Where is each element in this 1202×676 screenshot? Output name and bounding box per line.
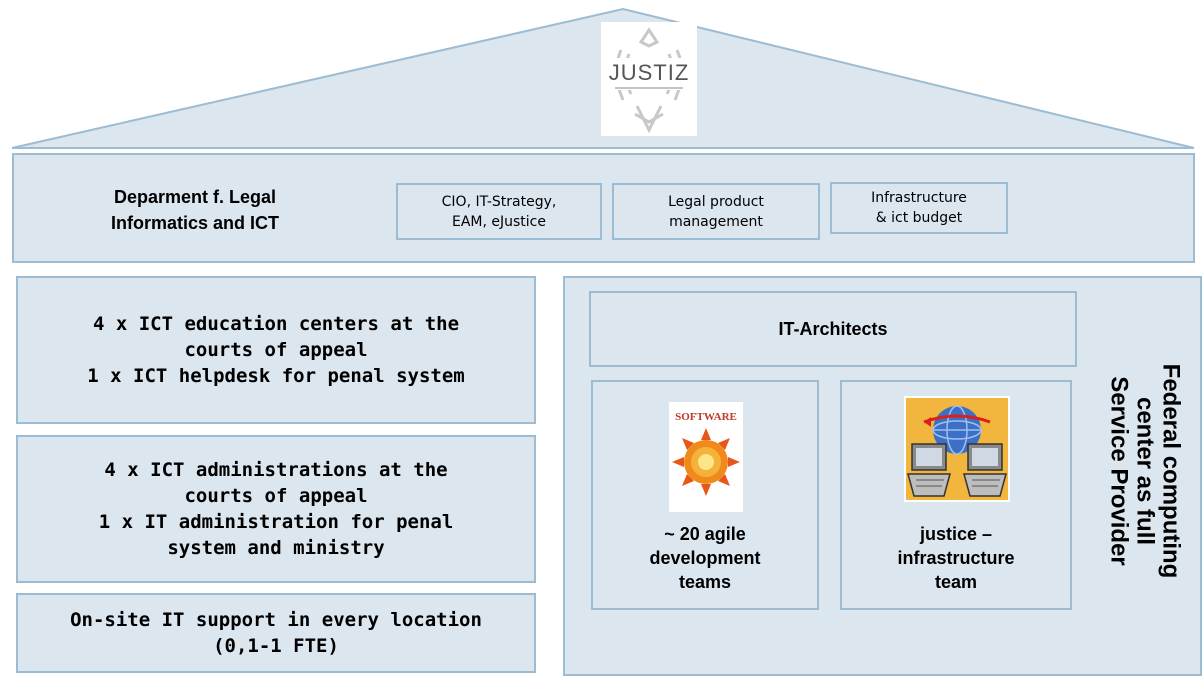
unit-infrastructure-budget: Infrastructure & ict budget xyxy=(830,182,1008,234)
network-computers-icon xyxy=(904,396,1010,502)
education-line1: 4 x ICT education centers at the xyxy=(92,313,460,335)
dev-teams-line1: ~ 20 agile xyxy=(664,524,746,544)
administration-line2: courts of appeal xyxy=(184,485,368,507)
infra-team-line3: team xyxy=(934,572,978,592)
department-title-line2: Informatics and ICT xyxy=(110,213,280,233)
onsite-line2: (0,1-1 FTE) xyxy=(213,635,339,657)
side-label-line3: Service Provider xyxy=(1105,376,1132,566)
unit-infra-line2: & ict budget xyxy=(875,210,963,226)
ict-administrations-panel: 4 x ICT administrations at the courts of… xyxy=(16,435,536,583)
side-label-line1: Federal computing xyxy=(1157,363,1184,579)
infra-team-line2: infrastructure xyxy=(897,548,1015,568)
infrastructure-team-box: justice – infrastructure team xyxy=(840,380,1072,610)
infra-team-label: justice – infrastructure team xyxy=(842,522,1070,594)
administration-line4: system and ministry xyxy=(167,537,385,559)
education-line2: courts of appeal xyxy=(184,339,368,361)
unit-legal-product: Legal product management xyxy=(612,183,820,240)
unit-cio-strategy: CIO, IT-Strategy, EAM, eJustice xyxy=(396,183,602,240)
department-panel: Deparment f. Legal Informatics and ICT xyxy=(12,153,1195,263)
department-title: Deparment f. Legal Informatics and ICT xyxy=(64,175,326,245)
unit-cio-line2: EAM, eJustice xyxy=(451,213,546,230)
dev-teams-label: ~ 20 agile development teams xyxy=(593,522,817,594)
administration-line3: 1 x IT administration for penal xyxy=(98,511,454,533)
unit-legal-line2: management xyxy=(669,213,763,230)
infra-team-line1: justice – xyxy=(919,524,993,544)
administration-line1: 4 x ICT administrations at the xyxy=(104,459,448,481)
onsite-line1: On-site IT support in every location xyxy=(70,609,482,631)
education-centers-panel: 4 x ICT education centers at the courts … xyxy=(16,276,536,424)
unit-legal-line1: Legal product xyxy=(668,193,764,210)
education-line3: 1 x ICT helpdesk for penal system xyxy=(87,365,465,387)
justiz-logo: JUSTIZ xyxy=(601,22,697,136)
eagle-emblem-icon xyxy=(609,27,689,134)
software-sun-icon: SOFTWARE xyxy=(669,402,743,512)
department-title-line1: Deparment f. Legal xyxy=(113,187,277,207)
it-architects-label: IT-Architects xyxy=(778,318,888,339)
dev-teams-box: SOFTWARE ~ 20 agile development teams xyxy=(591,380,819,610)
unit-infra-line1: Infrastructure xyxy=(871,190,967,206)
federal-computing-center-label: Federal computing center as full Service… xyxy=(1086,286,1202,656)
side-label-line2: center as full xyxy=(1131,396,1158,546)
logo-text: JUSTIZ xyxy=(608,60,690,85)
software-icon-text: SOFTWARE xyxy=(675,411,737,423)
unit-cio-line1: CIO, IT-Strategy, xyxy=(441,193,557,210)
it-architects-box: IT-Architects xyxy=(589,291,1077,367)
dev-teams-line3: teams xyxy=(678,572,732,592)
dev-teams-line2: development xyxy=(649,548,761,568)
onsite-support-panel: On-site IT support in every location (0,… xyxy=(16,593,536,673)
